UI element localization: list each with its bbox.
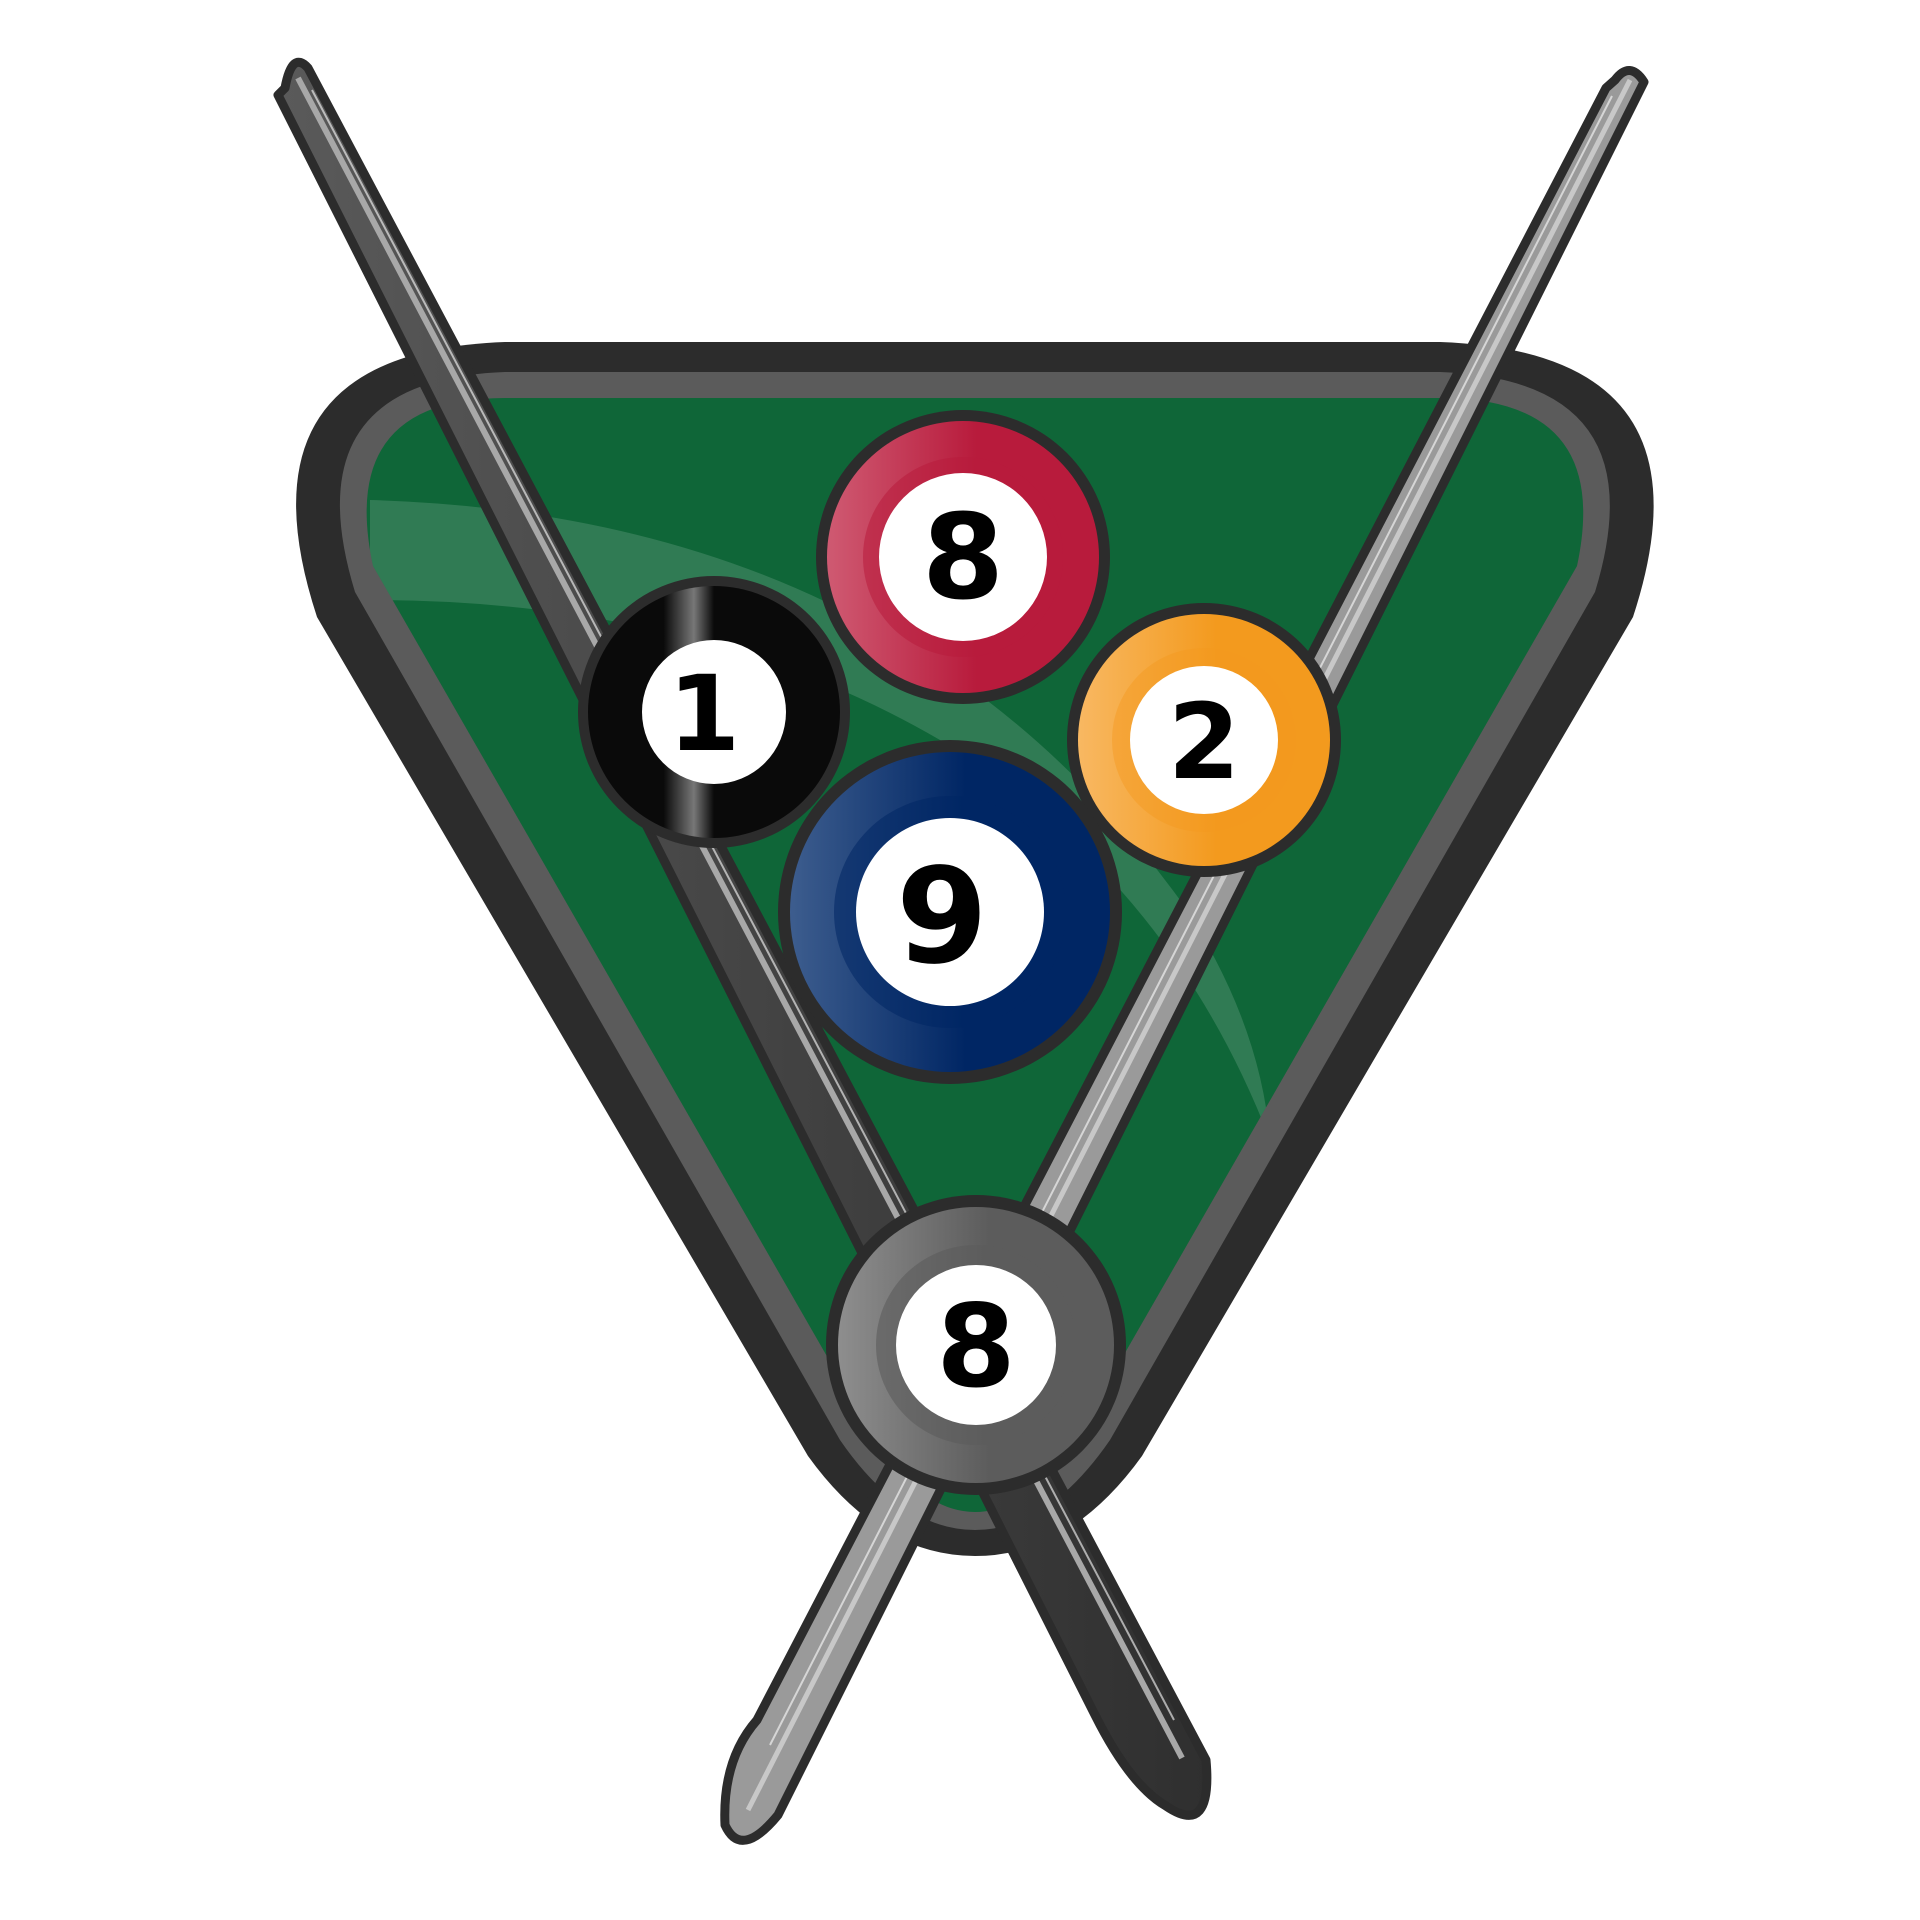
- ball-8-red: 8: [816, 410, 1110, 704]
- ball-number: 2: [1168, 681, 1240, 803]
- ball-8-grey: 8: [826, 1195, 1126, 1495]
- ball-number: 1: [668, 653, 740, 775]
- ball-9-blue: 9: [778, 740, 1122, 1084]
- ball-1-black: 1: [578, 576, 850, 848]
- billiard-ball-icon: 8 1 2 9 8: [578, 410, 1341, 1495]
- ball-number: 8: [922, 488, 1004, 626]
- ball-number: 9: [896, 840, 988, 994]
- ball-2-orange: 2: [1067, 603, 1341, 877]
- ball-number: 8: [936, 1280, 1015, 1413]
